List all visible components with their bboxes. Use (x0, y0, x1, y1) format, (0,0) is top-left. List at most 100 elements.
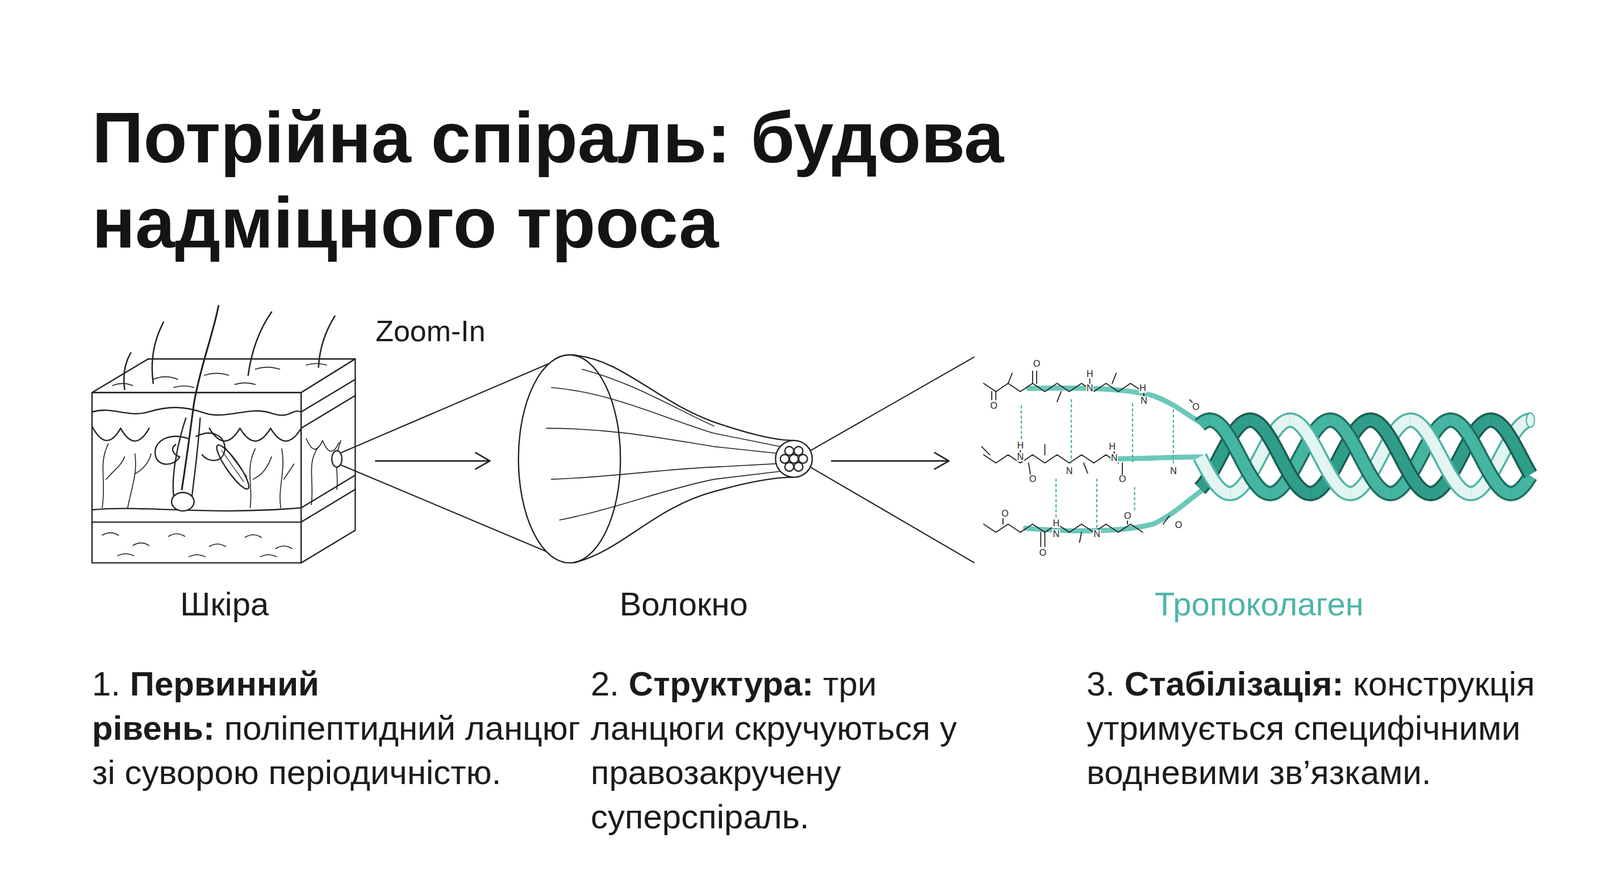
fiber-bundle (518, 354, 813, 563)
helix-strand (1200, 420, 1211, 426)
chain-highlight (1028, 387, 1202, 424)
skin-block (181, 306, 219, 490)
helix-strand (1369, 420, 1432, 494)
atom-label: O (1174, 520, 1183, 530)
atom-label: N (1093, 529, 1102, 540)
atom-label: O (1028, 474, 1037, 484)
triple-helix (1526, 412, 1535, 428)
skin-block (92, 306, 355, 564)
skin-block (173, 418, 201, 496)
backbone-zigzag (983, 524, 1143, 533)
skin-block (92, 407, 302, 416)
helix-strand (1490, 420, 1531, 475)
description-column: 1.Первинний рівень:поліпептидний ланцюг … (92, 662, 581, 796)
fiber-bundle (784, 446, 794, 455)
panel-caption: Тропоколаген (1154, 586, 1364, 623)
atom-label: H (1138, 383, 1147, 394)
atom-label: O (1000, 509, 1009, 519)
atom-label: O (1038, 548, 1047, 558)
fiber-bundle (794, 462, 803, 472)
step-number: 3. (1086, 665, 1115, 704)
helix-strand (1510, 475, 1531, 494)
skin-block (102, 532, 292, 557)
zoom-lines (340, 354, 975, 563)
atom-label: O (1032, 359, 1041, 369)
hydrogen-bonds (1055, 479, 1135, 529)
backbone (983, 383, 1143, 533)
helix-strand (1200, 420, 1211, 426)
skin-block (212, 441, 253, 493)
side-bonds (981, 371, 1194, 547)
diagram-title: Потрійна спіраль: будова надміцного трос… (92, 95, 1115, 266)
skin-block (171, 492, 195, 511)
helix-strand (1250, 420, 1312, 494)
description-column: 2.Структура:три ланцюги скручуються у пр… (590, 662, 960, 840)
triple-helix (1200, 412, 1535, 494)
helix-strand (1369, 420, 1432, 494)
skin-block (331, 450, 342, 468)
helix-strand (1510, 475, 1531, 494)
side-bonds (1003, 516, 1170, 547)
backbone-zigzag (983, 454, 1119, 463)
fiber-bundle (518, 354, 621, 563)
atom-label: N (1085, 383, 1094, 394)
skin-block (102, 443, 295, 508)
step-number: 1. (92, 665, 121, 704)
side-bonds (981, 444, 1123, 476)
atom-label: N (1016, 452, 1025, 462)
helix-strand (1250, 420, 1312, 494)
fiber-bundle (545, 369, 791, 521)
atom-label: H (1108, 442, 1117, 452)
hydrogen-bonds (1021, 399, 1174, 466)
fiber-bundle (789, 454, 799, 464)
fiber-bundle (780, 454, 789, 464)
helix-strand (1200, 457, 1231, 495)
panel-caption: Шкіра (180, 586, 269, 623)
skin-block (123, 312, 335, 391)
skin-block (221, 444, 249, 485)
zoom-lines (809, 357, 975, 564)
atom-label: H (1016, 441, 1025, 451)
flow-arrows (375, 452, 490, 470)
atom-label: O (1118, 474, 1127, 484)
panel-caption: Волокно (619, 586, 749, 623)
atom-label: N (1110, 453, 1119, 463)
skin-block (306, 438, 341, 505)
helix-strand (1490, 420, 1531, 475)
fiber-bundle (775, 440, 813, 478)
description-column: 3.Стабілізація:конструкція утримується с… (1086, 662, 1524, 796)
skin-block (195, 433, 225, 461)
step-number: 2. (590, 665, 620, 704)
chain-highlight (1025, 490, 1202, 532)
atom-label: O (1191, 402, 1200, 412)
peptide-chains (981, 371, 1202, 547)
flow-arrows (831, 452, 950, 470)
zoom-label: Zoom-In (375, 315, 486, 348)
skin-block (92, 507, 302, 522)
atom-label: N (1139, 396, 1148, 406)
step-heading: Стабілізація: (1124, 665, 1344, 704)
helix-strand (1250, 420, 1312, 494)
helix-strand (1510, 475, 1531, 494)
backbone-zigzag (983, 383, 1143, 392)
fiber-bundle (798, 454, 808, 464)
flow-arrows (375, 452, 949, 470)
helix-strand (1369, 420, 1432, 494)
atom-label: H (1052, 519, 1061, 529)
helix-strand (1200, 457, 1231, 495)
chain-highlight (1112, 457, 1202, 460)
fiber-bundle (784, 462, 794, 472)
hydrogen-bonds (1021, 399, 1174, 529)
atom-label: O (1123, 511, 1132, 521)
atom-label: N (1065, 466, 1074, 476)
skin-block (92, 426, 302, 442)
skin-block (92, 392, 302, 563)
helix-strand (1490, 420, 1531, 475)
fiber-bundle (794, 446, 803, 455)
skin-block (155, 436, 189, 465)
skin-block (112, 363, 327, 388)
chain-highlight (1025, 387, 1202, 532)
atom-label: H (1085, 369, 1094, 379)
atom-label: N (1052, 529, 1061, 540)
